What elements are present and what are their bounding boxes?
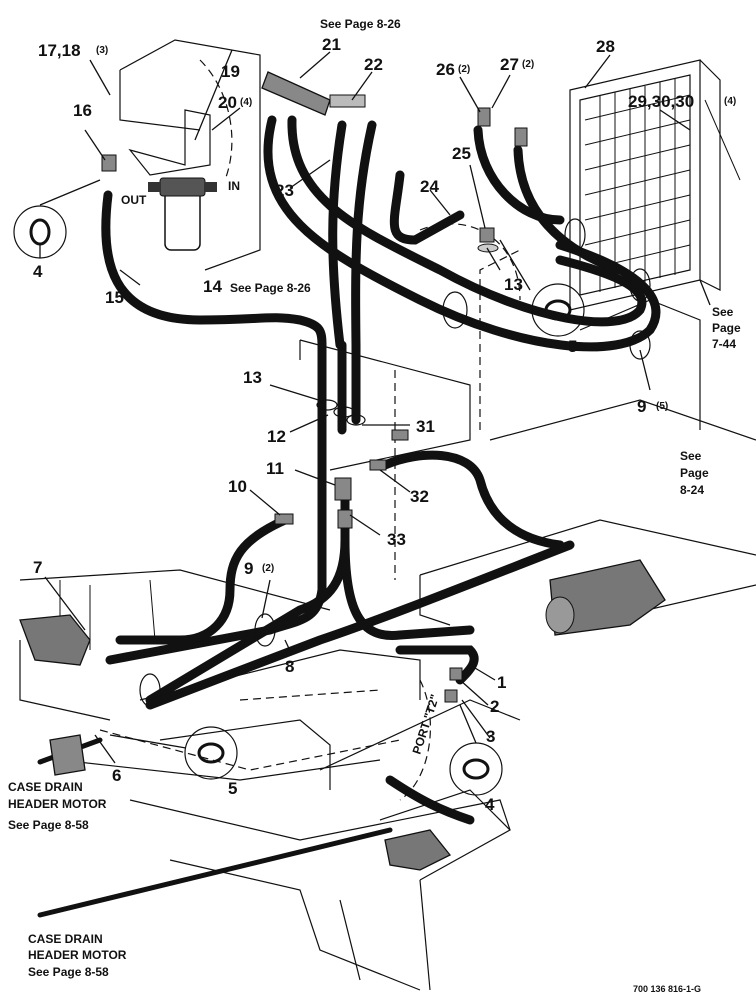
ref-case-drain-2-line1: CASE DRAIN	[28, 932, 103, 946]
figure-id: 700 136 816-1-G	[633, 984, 701, 994]
callout-26: 26	[436, 60, 455, 79]
callout-8: 8	[285, 657, 294, 676]
callout-26-qty: (2)	[458, 64, 470, 75]
callout-28: 28	[596, 37, 615, 56]
callout-31: 31	[416, 417, 435, 436]
callout-10: 10	[228, 477, 247, 496]
ref-cooler-line2: Page	[712, 321, 741, 335]
header-motor-left	[19, 614, 91, 776]
leader-lines	[39, 49, 711, 764]
reference-notes: See Page 8-26 See Page 8-26 See Page 7-4…	[8, 17, 741, 994]
callouts: 21 22 28 26 (2) 27 (2) 29,30,30 (4) 17,1…	[33, 35, 736, 814]
callout-17-18: 17,18	[38, 41, 81, 60]
hose-clamps	[139, 218, 651, 707]
ref-frame-line3: 8-24	[680, 483, 704, 497]
mounting-bracket	[128, 109, 211, 176]
callout-3: 3	[486, 727, 495, 746]
ref-case-drain-1-line3: See Page 8-58	[8, 818, 89, 832]
callout-23: 23	[275, 181, 294, 200]
callout-9-left-qty: (2)	[262, 563, 274, 574]
port-t2-label: PORT "T2"	[410, 693, 442, 756]
ref-case-drain-2-line2: HEADER MOTOR	[28, 948, 127, 962]
header-motor-lower	[384, 829, 452, 871]
callout-13-left: 13	[243, 368, 262, 387]
fittings	[101, 107, 528, 703]
ref-case-drain-2-line3: See Page 8-58	[28, 965, 109, 979]
callout-12: 12	[267, 427, 286, 446]
hydraulic-pump-right	[545, 559, 666, 636]
callout-20-qty: (4)	[240, 97, 252, 108]
callout-5-left: 5	[228, 779, 237, 798]
callout-9-right-qty: (5)	[656, 401, 668, 412]
ref-cooler-line1: See	[712, 305, 734, 319]
callout-19: 19	[221, 62, 240, 81]
ref-frame-line2: Page	[680, 466, 709, 480]
callout-20: 20	[218, 93, 237, 112]
callout-4-bottom: 4	[485, 795, 495, 814]
callout-33: 33	[387, 530, 406, 549]
callout-1: 1	[497, 673, 506, 692]
ref-cooler-line3: 7-44	[712, 337, 736, 351]
callout-15: 15	[105, 288, 124, 307]
callout-17-18-qty: (3)	[96, 45, 108, 56]
valve-block	[261, 71, 366, 116]
callout-11: 11	[266, 459, 284, 478]
ref-filter: See Page 8-26	[230, 281, 311, 295]
oil-filter	[148, 177, 217, 251]
callout-25: 25	[452, 144, 471, 163]
ref-top-center: See Page 8-26	[320, 17, 401, 31]
callout-13-right: 13	[504, 275, 523, 294]
callout-27: 27	[500, 55, 519, 74]
hoses	[37, 115, 661, 918]
callout-6: 6	[112, 766, 121, 785]
ref-case-drain-1-line1: CASE DRAIN	[8, 780, 83, 794]
callout-9-left: 9	[244, 559, 253, 578]
callout-29-qty: (4)	[724, 96, 736, 107]
callout-16: 16	[73, 101, 92, 120]
callout-14: 14	[203, 277, 222, 296]
callout-29: 29,30,30	[628, 92, 694, 111]
callout-7: 7	[33, 558, 42, 577]
callout-5-right: 5	[568, 337, 577, 356]
ref-case-drain-1-line2: HEADER MOTOR	[8, 797, 107, 811]
callout-32: 32	[410, 487, 429, 506]
ref-frame-line1: See	[680, 449, 702, 463]
callout-9-right: 9	[637, 397, 646, 416]
filter-out-label: OUT	[121, 193, 147, 207]
callout-4-top: 4	[33, 262, 43, 281]
callout-21: 21	[322, 35, 341, 54]
callout-24: 24	[420, 177, 439, 196]
callout-2: 2	[490, 697, 499, 716]
callout-27-qty: (2)	[522, 59, 534, 70]
filter-in-label: IN	[228, 179, 240, 193]
callout-22: 22	[364, 55, 383, 74]
